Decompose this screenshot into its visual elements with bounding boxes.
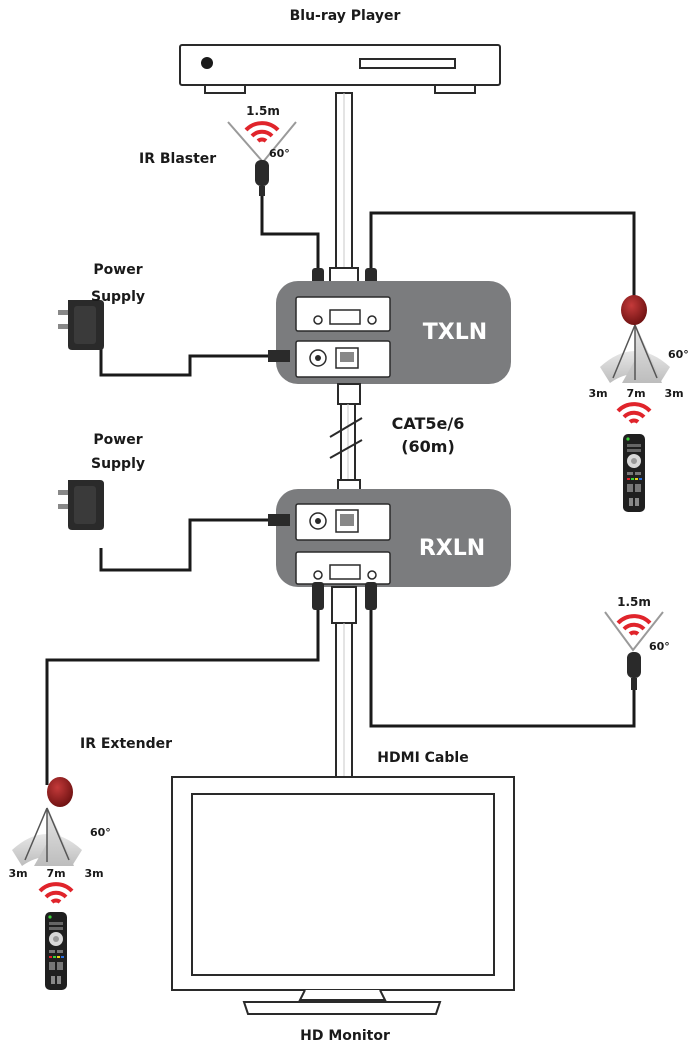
ir-receiver-rx-angle: 60° (90, 826, 111, 839)
ir-blaster-emitter (227, 121, 297, 196)
hd-monitor-label: HD Monitor (300, 1028, 390, 1044)
remote-control-tx (623, 434, 645, 512)
ir-extender-angle: 60° (649, 640, 670, 653)
rxln-label: RXLN (419, 536, 485, 561)
blu-ray-player-label: Blu-ray Player (290, 8, 401, 24)
ir-receiver-tx-right-range: 3m (664, 387, 683, 400)
ir-signal-waves-tx (616, 402, 652, 424)
cat-cable-length-label: (60m) (401, 437, 455, 456)
ir-receiver-rx (12, 777, 82, 866)
ir-extender-emitter (604, 611, 664, 690)
hdmi-cable-bottom (331, 586, 357, 778)
ir-extender-label: IR Extender (80, 736, 172, 752)
ir-blaster-range: 1.5m (246, 104, 280, 118)
ir-receiver-tx (600, 295, 670, 383)
power-supply-adapter-1 (58, 300, 104, 350)
ir-signal-waves-rx (38, 882, 74, 904)
hd-monitor (171, 776, 515, 1015)
ir-blaster-label: IR Blaster (139, 151, 216, 167)
ir-receiver-tx-center-range: 7m (626, 387, 645, 400)
cables-rx (45, 518, 636, 785)
ir-receiver-tx-left-range: 3m (588, 387, 607, 400)
power-supply-adapter-2 (58, 480, 104, 530)
ir-receiver-tx-angle: 60° (668, 348, 689, 361)
blu-ray-player (179, 44, 501, 94)
power-supply-2-label-line2: Supply (91, 456, 145, 472)
hdmi-cable-label: HDMI Cable (377, 750, 468, 766)
cat-cable (329, 383, 363, 501)
ir-extender-range: 1.5m (617, 595, 651, 609)
ir-receiver-rx-left-range: 3m (8, 867, 27, 880)
ir-receiver-rx-right-range: 3m (84, 867, 103, 880)
power-supply-1-label-line2: Supply (91, 289, 145, 305)
txln-label: TXLN (423, 320, 487, 345)
power-supply-2-label-line1: Power (93, 432, 142, 448)
remote-control-rx (45, 912, 67, 990)
cat-cable-type-label: CAT5e/6 (392, 414, 465, 433)
ir-blaster-angle: 60° (269, 147, 290, 160)
ir-receiver-rx-center-range: 7m (46, 867, 65, 880)
cables-tx (99, 196, 636, 377)
rxln-unit (276, 489, 511, 587)
txln-unit (276, 281, 511, 384)
power-supply-1-label-line1: Power (93, 262, 142, 278)
